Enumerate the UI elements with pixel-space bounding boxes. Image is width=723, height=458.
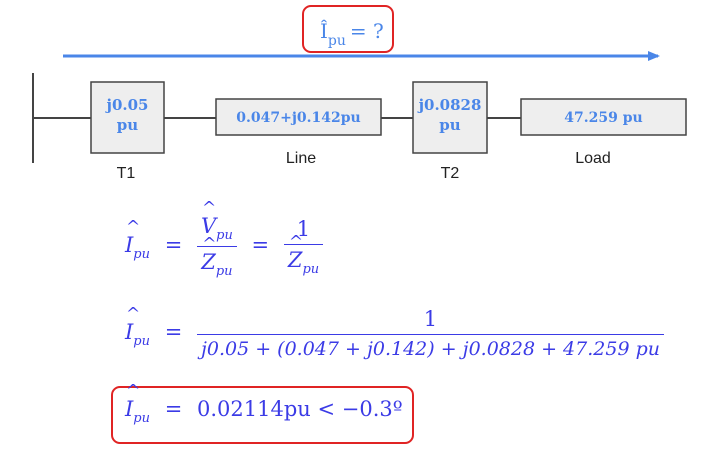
impedance-symbol: Z [201,250,216,274]
equals-sign-2: = [251,233,270,257]
t2-block [412,81,488,154]
result-value: 0.02114pu < −0.3º [196,397,403,421]
numerator-one: 1 [283,217,324,245]
equals-sign-eq3: = [164,397,183,421]
t1-value: j0.05 [105,96,149,114]
result-highlight-box [111,386,414,444]
current-symbol: Î [320,19,328,43]
numerator-eq2: 1 [196,307,664,335]
load-block [520,98,687,136]
fraction-total-impedance: 1 j0.05 + (0.047 + j0.142) + j0.0828 + 4… [196,307,664,360]
question-highlight-box [302,5,394,53]
equation-ohms-law: ^Ipu = ^Vpu ^Zpu = 1 ^Zpu [125,200,324,279]
equals-sign: = [164,233,183,257]
t1-unit: pu [117,116,138,134]
t2-caption: T2 [441,165,460,182]
current-subscript: pu [328,33,346,49]
current-symbol-eq2: I [125,320,134,344]
t1-block [90,81,165,154]
current-subscript: pu [133,247,150,262]
line-block [215,98,382,136]
line-caption: Line [286,150,316,167]
line-value: 0.047+j0.142pu [236,110,360,126]
impedance-symbol-2: Z [287,247,303,272]
t1-caption: T1 [117,165,136,182]
circuit-diagram: Îpu= ? j0.05 pu T1 0.047+j0.142pu Line j… [32,5,687,182]
voltage-symbol: V [200,214,217,238]
load-caption: Load [575,150,611,167]
t2-value: j0.0828 [417,96,482,114]
total-impedance-denominator: j0.05 + (0.047 + j0.142) + j0.0828 + 47.… [200,338,660,360]
current-symbol-hatted: ^I [125,217,141,258]
load-value: 47.259 pu [564,110,642,126]
fraction-v-over-z: ^Vpu ^Zpu [196,200,237,279]
question-label: Îpu= ? [320,19,384,49]
current-symbol-eq3: I [125,397,134,421]
fraction-one-over-z: 1 ^Zpu [283,217,324,277]
equation-substitution: ^Ipu = 1 j0.05 + (0.047 + j0.142) + j0.0… [125,306,664,360]
equation-result: ^Ipu = 0.02114pu < −0.3º [125,381,403,427]
t2-unit: pu [439,116,460,134]
equals-sign-eq2: = [164,320,183,344]
equals-question: = ? [350,19,384,43]
